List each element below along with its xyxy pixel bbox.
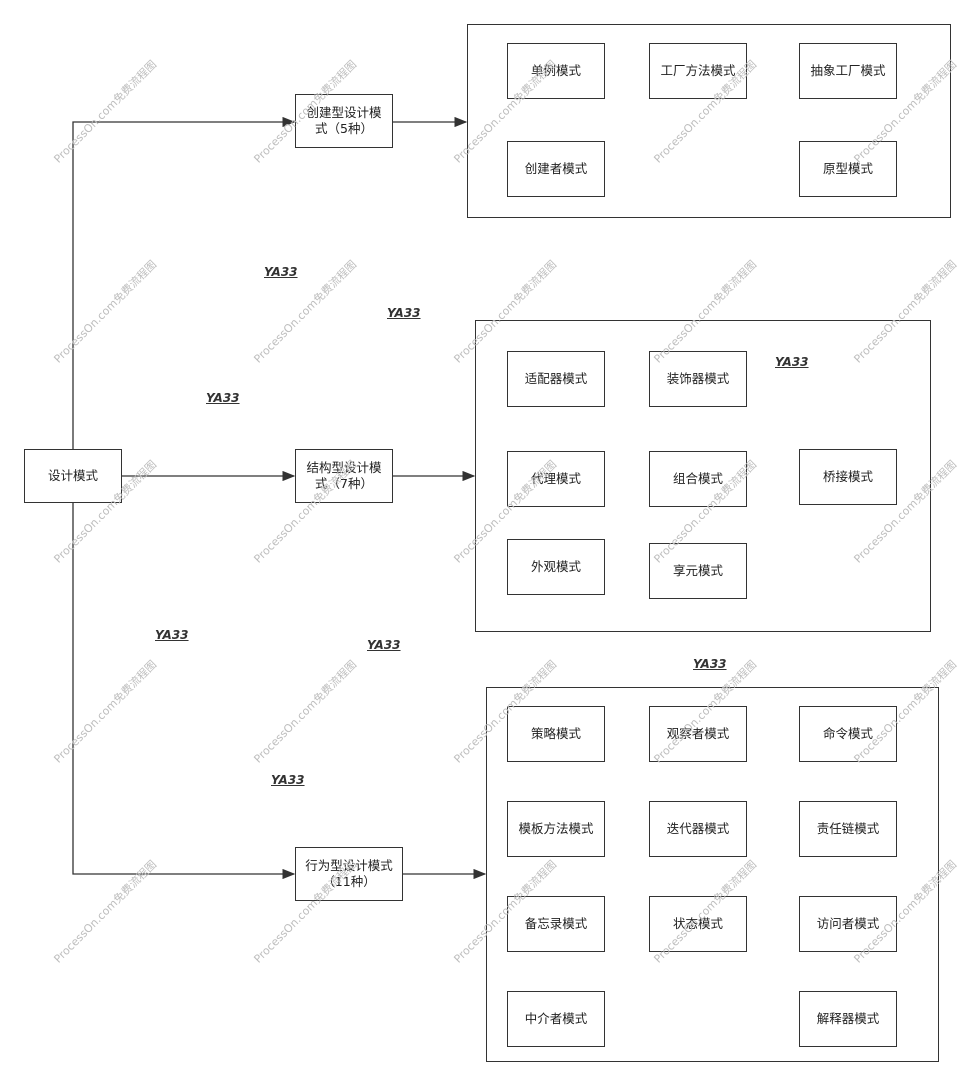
pattern-label: 模板方法模式	[518, 821, 594, 836]
pattern-node[interactable]: 中介者模式	[507, 991, 605, 1047]
pattern-node[interactable]: 组合模式	[649, 451, 747, 507]
root-label: 设计模式	[47, 468, 98, 483]
pattern-node[interactable]: 观察者模式	[649, 706, 747, 762]
structural-label: 结构型设计模式（7种）	[306, 460, 382, 491]
pattern-node[interactable]: 桥接模式	[799, 449, 897, 505]
tag-label: YA33	[693, 657, 727, 671]
creational-label: 创建型设计模式（5种）	[306, 105, 382, 136]
pattern-node[interactable]: 策略模式	[507, 706, 605, 762]
creational-group	[467, 24, 951, 218]
creational-node[interactable]: 创建型设计模式（5种）	[295, 94, 393, 148]
structural-node[interactable]: 结构型设计模式（7种）	[295, 449, 393, 503]
edge-root-to-behavioral	[72, 503, 296, 880]
pattern-node[interactable]: 责任链模式	[799, 801, 897, 857]
pattern-label: 访问者模式	[816, 916, 880, 931]
pattern-label: 解释器模式	[816, 1011, 880, 1026]
pattern-label: 观察者模式	[666, 726, 730, 741]
edge-root-to-creational	[72, 116, 296, 449]
pattern-node[interactable]: 访问者模式	[799, 896, 897, 952]
pattern-label: 装饰器模式	[666, 371, 730, 386]
pattern-label: 策略模式	[530, 726, 581, 741]
tag-label: YA33	[367, 638, 401, 652]
behavioral-node[interactable]: 行为型设计模式（11种）	[295, 847, 403, 901]
structural-group	[475, 320, 931, 632]
pattern-label: 享元模式	[672, 563, 723, 578]
pattern-node[interactable]: 装饰器模式	[649, 351, 747, 407]
pattern-label: 工厂方法模式	[660, 63, 736, 78]
root-node[interactable]: 设计模式	[24, 449, 122, 503]
behavioral-group	[486, 687, 939, 1062]
pattern-node[interactable]: 模板方法模式	[507, 801, 605, 857]
tag-label: YA33	[387, 306, 421, 320]
tag-label: YA33	[155, 628, 189, 642]
pattern-label: 适配器模式	[524, 371, 588, 386]
tag-label: YA33	[775, 355, 809, 369]
pattern-node[interactable]: 享元模式	[649, 543, 747, 599]
pattern-label: 抽象工厂模式	[810, 63, 886, 78]
pattern-label: 外观模式	[530, 559, 581, 574]
pattern-node[interactable]: 工厂方法模式	[649, 43, 747, 99]
pattern-label: 备忘录模式	[524, 916, 588, 931]
pattern-label: 单例模式	[530, 63, 581, 78]
pattern-node[interactable]: 创建者模式	[507, 141, 605, 197]
pattern-label: 桥接模式	[822, 469, 873, 484]
pattern-node[interactable]: 命令模式	[799, 706, 897, 762]
pattern-label: 创建者模式	[524, 161, 588, 176]
pattern-node[interactable]: 单例模式	[507, 43, 605, 99]
pattern-node[interactable]: 备忘录模式	[507, 896, 605, 952]
tag-label: YA33	[264, 265, 298, 279]
pattern-label: 命令模式	[822, 726, 873, 741]
behavioral-label: 行为型设计模式（11种）	[305, 858, 393, 889]
tag-label: YA33	[271, 773, 305, 787]
pattern-node[interactable]: 解释器模式	[799, 991, 897, 1047]
pattern-node[interactable]: 适配器模式	[507, 351, 605, 407]
pattern-node[interactable]: 状态模式	[649, 896, 747, 952]
pattern-label: 组合模式	[672, 471, 723, 486]
pattern-node[interactable]: 代理模式	[507, 451, 605, 507]
pattern-node[interactable]: 外观模式	[507, 539, 605, 595]
pattern-label: 责任链模式	[816, 821, 880, 836]
pattern-label: 代理模式	[530, 471, 581, 486]
pattern-node[interactable]: 迭代器模式	[649, 801, 747, 857]
pattern-label: 中介者模式	[524, 1011, 588, 1026]
pattern-label: 迭代器模式	[666, 821, 730, 836]
tag-label: YA33	[206, 391, 240, 405]
pattern-node[interactable]: 抽象工厂模式	[799, 43, 897, 99]
pattern-node[interactable]: 原型模式	[799, 141, 897, 197]
pattern-label: 原型模式	[822, 161, 873, 176]
pattern-label: 状态模式	[672, 916, 723, 931]
